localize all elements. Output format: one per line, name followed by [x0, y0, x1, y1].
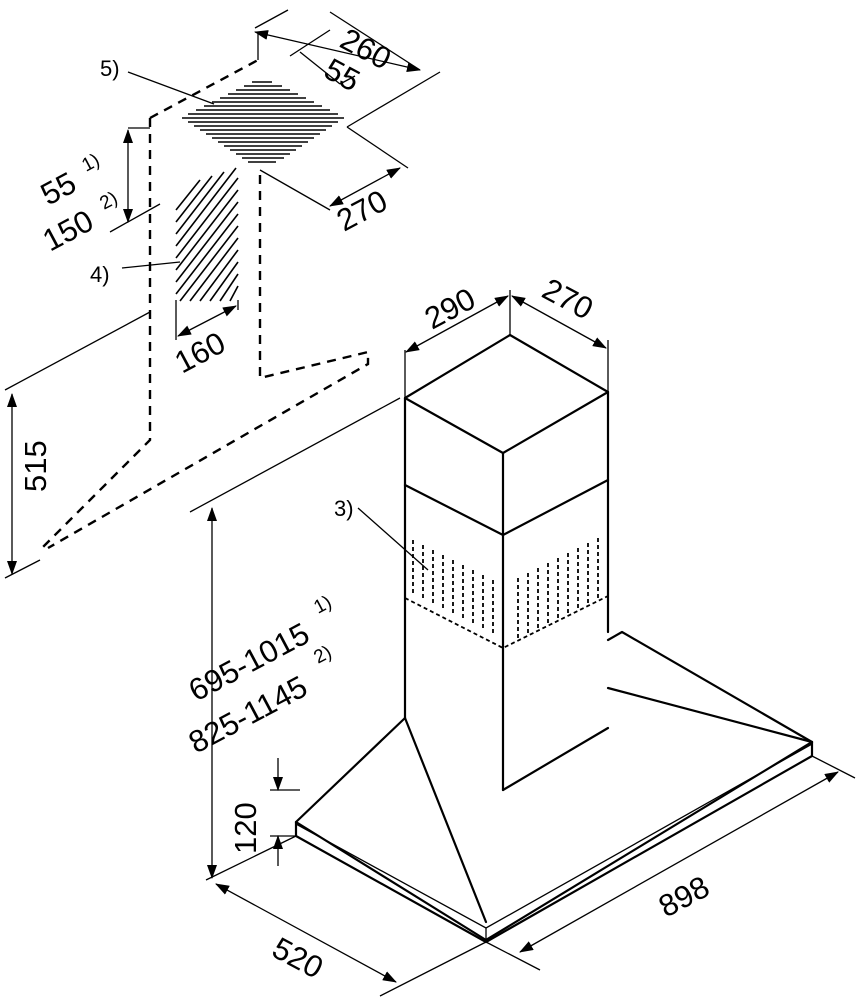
callout-leaders [121, 71, 429, 571]
wall-cutout-outline [39, 58, 370, 551]
footnote-marker-2: 2) [96, 188, 121, 214]
socket-area-hatched [175, 167, 239, 302]
dim-520-label: 520 [267, 930, 329, 985]
dimension-lines [4, 9, 856, 997]
dim-270-chimney-label: 270 [537, 271, 599, 326]
callout-5-label: 5) [100, 56, 120, 81]
dim-270-top-label: 270 [331, 183, 393, 238]
callout-3-label: 3) [334, 496, 354, 521]
dim-898-label: 898 [653, 869, 715, 924]
duct-outlet-hatched [182, 81, 344, 163]
dim-515-label: 515 [18, 440, 53, 492]
vent-slots [412, 538, 599, 638]
footnote-marker-1-range: 1) [310, 592, 335, 618]
dim-55-footnote1-label: 55 [35, 165, 82, 212]
callout-4-label: 4) [90, 262, 110, 287]
footnote-marker-1: 1) [78, 150, 103, 176]
dim-120-label: 120 [228, 802, 263, 854]
dim-150-footnote2-label: 150 [37, 203, 99, 258]
canopy [294, 630, 814, 944]
dim-160-label: 160 [169, 325, 231, 380]
dim-290-label: 290 [419, 281, 481, 336]
